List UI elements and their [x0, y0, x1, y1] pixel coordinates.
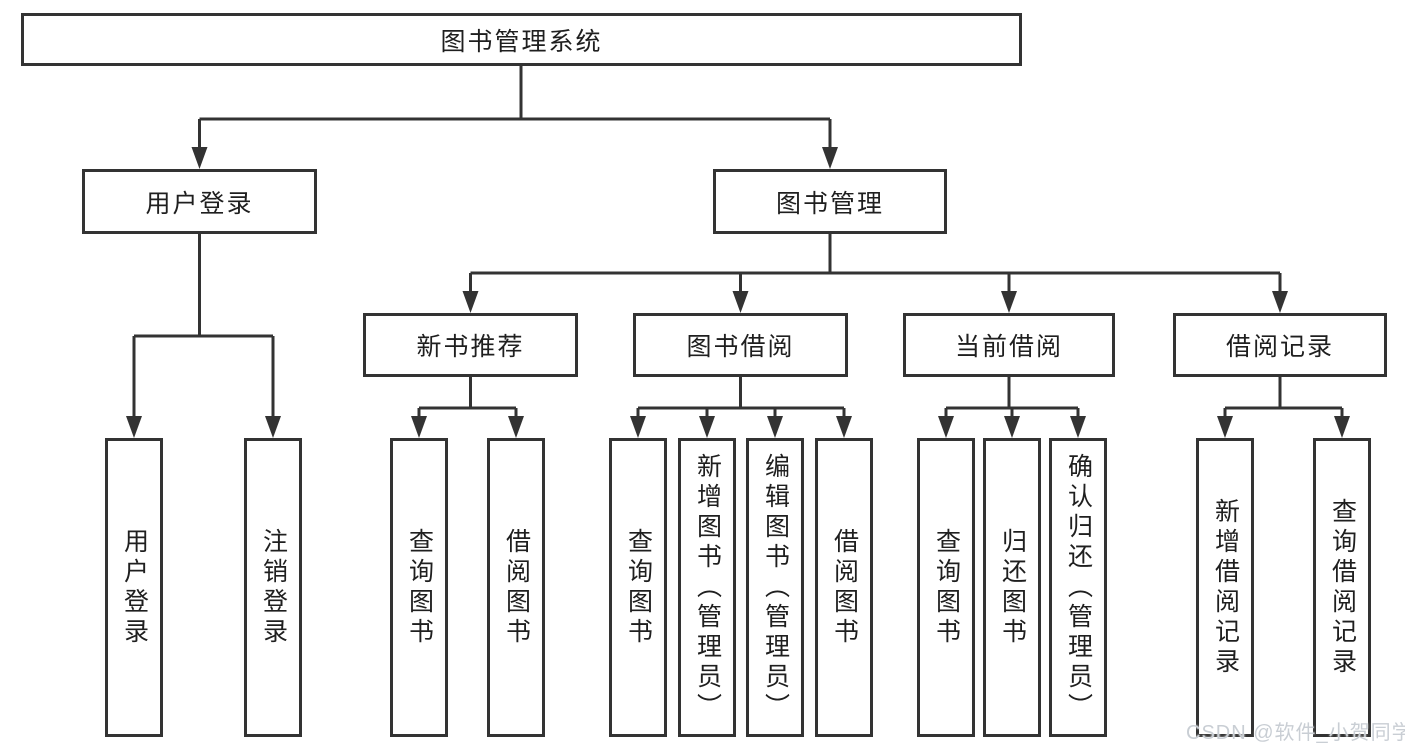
leaf-current-query-books: 查询图书: [917, 438, 975, 737]
node-label: 确认归还（管理员）: [1064, 452, 1093, 723]
arrow-icon: [1272, 291, 1288, 313]
arrow-icon: [191, 147, 208, 169]
leaf-current-confirm-return-admin: 确认归还（管理员）: [1049, 438, 1107, 737]
node-label: 查询图书: [624, 527, 653, 648]
leaf-borrowing-edit-books-admin: 编辑图书（管理员）: [746, 438, 804, 737]
node-label: 用户登录: [120, 527, 149, 648]
arrow-icon: [126, 416, 142, 438]
node-label: 图书管理: [775, 189, 884, 218]
node-label: 借阅图书: [830, 527, 859, 648]
arrow-icon: [1001, 291, 1017, 313]
leaf-newbook-query-books: 查询图书: [390, 438, 448, 737]
arrow-icon: [1334, 416, 1350, 438]
node-label: 借阅记录: [1225, 333, 1334, 361]
leaf-borrowing-query-books: 查询图书: [609, 438, 667, 737]
arrow-icon: [1217, 416, 1233, 438]
arrow-icon: [699, 416, 715, 438]
node-borrowing-records: 借阅记录: [1173, 313, 1387, 377]
arrow-icon: [938, 416, 954, 438]
arrow-icon: [1004, 416, 1020, 438]
arrow-icon: [265, 416, 281, 438]
leaf-user-login: 用户登录: [105, 438, 163, 737]
arrow-icon: [1070, 416, 1086, 438]
node-label: 新增图书（管理员）: [693, 452, 722, 723]
node-label: 查询图书: [405, 527, 434, 648]
csdn-watermark: CSDN @软件_小贺同学: [1186, 722, 1405, 744]
node-new-book-recommendation: 新书推荐: [363, 313, 578, 377]
arrow-icon: [822, 147, 838, 169]
arrow-icon: [767, 416, 783, 438]
leaf-records-add-borrow-record: 新增借阅记录: [1196, 438, 1254, 737]
leaf-borrowing-add-books-admin: 新增图书（管理员）: [678, 438, 736, 737]
leaf-current-return-books: 归还图书: [983, 438, 1041, 737]
leaf-logout: 注销登录: [244, 438, 302, 737]
node-book-management: 图书管理: [713, 169, 947, 234]
node-label: 查询图书: [932, 527, 961, 648]
connector-lines: [132, 66, 1344, 417]
arrow-icon: [411, 416, 427, 438]
node-label: 当前借阅: [954, 333, 1063, 361]
arrow-icon: [508, 416, 524, 438]
node-label: 注销登录: [259, 527, 288, 648]
arrow-icon: [732, 291, 749, 313]
node-current-borrowing: 当前借阅: [903, 313, 1115, 377]
node-label: 图书管理系统: [440, 27, 603, 56]
node-label: 新增借阅记录: [1211, 497, 1240, 678]
arrow-icon: [836, 416, 852, 438]
leaf-borrowing-borrow-books: 借阅图书: [815, 438, 873, 737]
node-user-login: 用户登录: [82, 169, 317, 234]
node-book-borrowing: 图书借阅: [633, 313, 848, 377]
node-label: 用户登录: [145, 189, 254, 218]
arrow-icon: [630, 416, 646, 438]
arrowheads: [126, 147, 1350, 438]
node-label: 查询借阅记录: [1328, 497, 1357, 678]
node-label: 图书借阅: [686, 333, 795, 361]
node-label: 编辑图书（管理员）: [761, 452, 790, 723]
node-label: 归还图书: [998, 527, 1027, 648]
leaf-newbook-borrow-books: 借阅图书: [487, 438, 545, 737]
arrow-icon: [462, 291, 479, 313]
node-label: 新书推荐: [416, 333, 525, 361]
node-label: 借阅图书: [502, 527, 531, 648]
node-library-management-system: 图书管理系统: [21, 13, 1022, 66]
leaf-records-query-borrow-record: 查询借阅记录: [1313, 438, 1371, 737]
